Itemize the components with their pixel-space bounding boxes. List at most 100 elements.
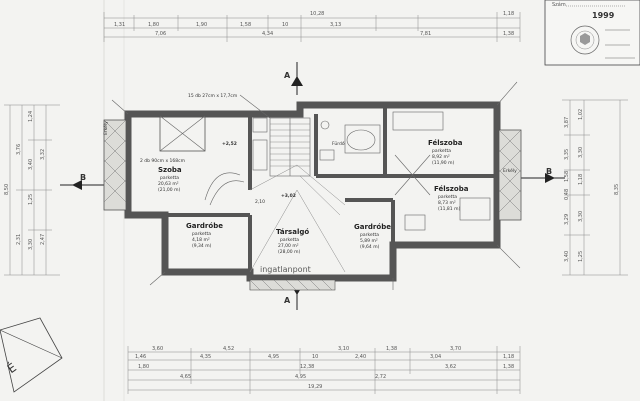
top-dim: 10 [282,22,288,28]
bottom-dim: 4,35 [200,354,211,360]
level-hall: 2,10 [255,199,265,205]
bottom-dim: 1,38 [503,364,514,370]
bottom-dim: 12,38 [300,364,314,370]
staircase [269,117,311,177]
right-dim: 8,35 [614,184,620,195]
room-gardrobe-left: Gardróbe parketta 4,18 m² (9,34 m) [186,222,223,249]
roof-diagonals [249,164,346,273]
room-name: Erkély [102,121,109,135]
room-name: Félszoba [428,139,463,147]
room-felszoba-bottom: Félszoba parketta 8,73 m² (11,81 m) [434,185,469,212]
bottom-dim: 2,72 [375,374,386,380]
bottom-dim: 10 [312,354,318,360]
top-dim: 7,06 [155,31,166,37]
room-area: 5,89 m² [360,238,378,244]
bottom-dim: 4,65 [180,374,191,380]
section-label: B [546,167,552,176]
left-dimension-labels: 8,50 3,76 2,31 1,24 3,40 1,25 3,30 3,32 … [4,111,46,250]
right-dim: 0,48 [564,189,570,200]
section-marker-b-left: B [60,173,108,190]
bathroom-fixtures: Fürdő [252,117,381,171]
room-perimeter: (9,34 m) [192,243,212,249]
right-room-furniture [392,111,491,231]
balcony-bottom [249,279,336,291]
left-dim: 3,76 [16,144,22,155]
bottom-dim: 4,95 [268,354,279,360]
balcony-right: Erkély [498,129,522,221]
section-label: B [80,173,86,182]
left-dim: 3,30 [28,239,34,250]
right-dim: 3,30 [578,147,584,158]
bottom-dim: 4,95 [295,374,306,380]
room-name: Szoba [158,166,182,174]
section-label: A [284,296,291,305]
room-gardrobe-right: Gardróbe parketta 5,89 m² (9,64 m) [354,223,391,250]
room-name: Gardróbe [186,222,223,230]
left-dim: 2,31 [16,234,22,245]
right-dim: 3,30 [578,211,584,222]
bottom-dim: 3,10 [338,346,349,352]
top-dim: 1,80 [148,22,159,28]
watermark-text: ingatlanpont [260,265,311,274]
left-dim: 2,47 [40,234,46,245]
door-arc [209,180,245,206]
approval-stamp: Szám 1999 [544,0,640,66]
right-dimension-chain [562,99,628,276]
room-floor: parketta [438,194,457,200]
room-floor: parketta [160,175,179,181]
stair-note: 15 db 27cm x 17,7cm [188,93,237,99]
top-dimension-chain: 10,28 1,31 1,80 1,90 1,58 10 3,13 1,18 7… [103,11,521,42]
top-dim: 1,38 [503,31,514,37]
room-name: Fürdő [332,141,345,147]
bottom-overall-dim: 19,29 [308,384,322,390]
left-dimension-chain [4,104,60,276]
top-dim: 1,58 [240,22,251,28]
top-dim: 1,90 [196,22,207,28]
room-felszoba-top: Félszoba parketta 8,92 m² (11,90 m) [428,139,463,166]
left-dim: 3,32 [40,149,46,160]
right-dim: 1,18 [578,174,584,185]
left-dim: 3,40 [28,159,34,170]
seal-icon [570,25,600,55]
interior-walls [165,105,497,272]
room-area: 4,18 m² [192,237,210,243]
room-name: Társalgó [276,228,309,236]
room-perimeter: (11,81 m) [438,206,460,212]
room-floor: parketta [280,237,299,243]
top-dim: 1,31 [114,22,125,28]
left-dim: 8,50 [4,184,10,195]
room-floor: parketta [432,148,451,154]
leader-line [239,94,271,119]
bottom-dimension-labels: 3,60 4,52 3,10 1,38 3,70 1,46 4,35 4,95 … [135,346,514,390]
room-perimeter: (9,64 m) [360,244,380,250]
bottom-dim: 3,04 [430,354,441,360]
level-center: +3,02 [281,193,296,199]
room-tarsalgo: Társalgó parketta 27,00 m² (28,00 m) [276,228,309,255]
top-dim: 7,81 [420,31,431,37]
bottom-dim: 1,80 [138,364,149,370]
right-dim: 1,58 [564,171,570,182]
room-perimeter: (28,00 m) [278,249,300,255]
bottom-dim: 3,60 [152,346,163,352]
door-arc [204,172,241,201]
top-dim: 1,18 [503,11,514,17]
top-dim: 3,13 [330,22,341,28]
room-floor: parketta [360,232,379,238]
room-area: 8,73 m² [438,200,456,206]
section-marker-a-top: A [284,62,303,95]
room-name: Erkély [503,167,517,174]
room-szoba: Szoba parketta 20,63 m² (21,00 m) [158,166,182,193]
left-dim: 1,25 [28,194,34,205]
bottom-dim: 1,46 [135,354,146,360]
section-label: A [284,71,291,80]
bottom-dim: 1,18 [503,354,514,360]
bottom-dim: 1,38 [386,346,397,352]
bottom-dim: 3,70 [450,346,461,352]
room-area: 27,00 m² [278,243,299,249]
level-right-top: +2,52 [222,141,237,147]
section-marker-b-right: B [520,167,565,183]
stamp-szam-label: Szám [552,1,566,8]
bed [159,115,206,152]
room-area: 20,63 m² [158,181,179,187]
